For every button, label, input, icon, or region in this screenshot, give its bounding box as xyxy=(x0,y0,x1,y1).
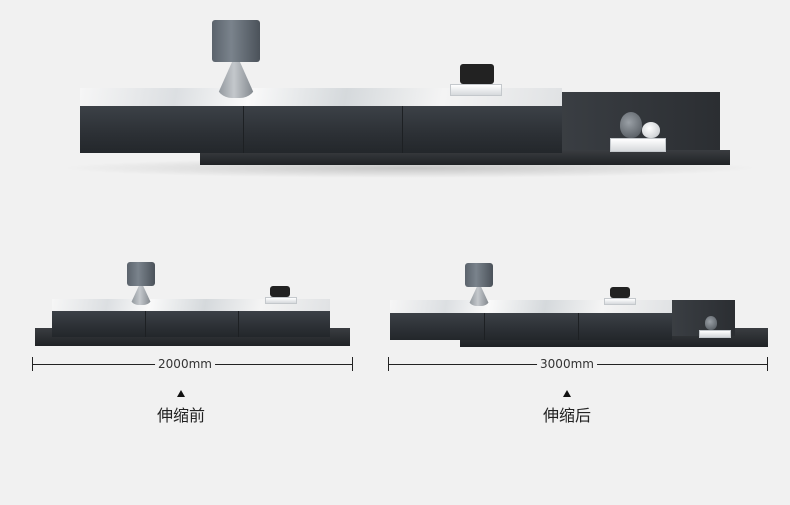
caption-after: 伸缩后 xyxy=(542,406,592,425)
drawer-divider xyxy=(238,311,239,337)
lamp-base xyxy=(130,286,152,305)
lamp-shade xyxy=(465,263,493,287)
cabinet-base-plate xyxy=(200,150,730,165)
vase-decor xyxy=(620,112,642,138)
drawer-divider xyxy=(402,106,403,153)
lamp-base xyxy=(216,62,256,98)
cabinet-drawers xyxy=(390,313,672,340)
camera-decor xyxy=(270,286,290,297)
lamp-base xyxy=(468,287,490,306)
marble-top xyxy=(80,88,562,106)
vase-decor xyxy=(705,316,717,330)
marble-top xyxy=(390,300,672,313)
drawer-divider xyxy=(484,313,485,340)
caption-before: 伸缩前 xyxy=(156,406,206,425)
camera-decor xyxy=(610,287,630,298)
dimension-tick xyxy=(767,357,768,371)
up-arrow-icon xyxy=(563,390,571,397)
camera-decor xyxy=(460,64,494,84)
books-decor xyxy=(265,297,297,304)
marble-top xyxy=(52,299,330,311)
lamp-shade xyxy=(212,20,260,62)
drawer-divider xyxy=(145,311,146,337)
lamp-shade xyxy=(127,262,155,286)
dimension-label: 3000mm xyxy=(537,357,597,371)
up-arrow-icon xyxy=(177,390,185,397)
drawer-divider xyxy=(578,313,579,340)
dimension-label: 2000mm xyxy=(155,357,215,371)
drawer-divider xyxy=(243,106,244,153)
cabinet-drawers xyxy=(52,311,330,337)
books-decor xyxy=(450,84,502,96)
books-decor xyxy=(604,298,636,305)
books-decor xyxy=(610,138,666,152)
cabinet-drawers xyxy=(80,106,562,153)
vase-decor xyxy=(642,122,660,138)
books-decor xyxy=(699,330,731,338)
dimension-tick xyxy=(352,357,353,371)
